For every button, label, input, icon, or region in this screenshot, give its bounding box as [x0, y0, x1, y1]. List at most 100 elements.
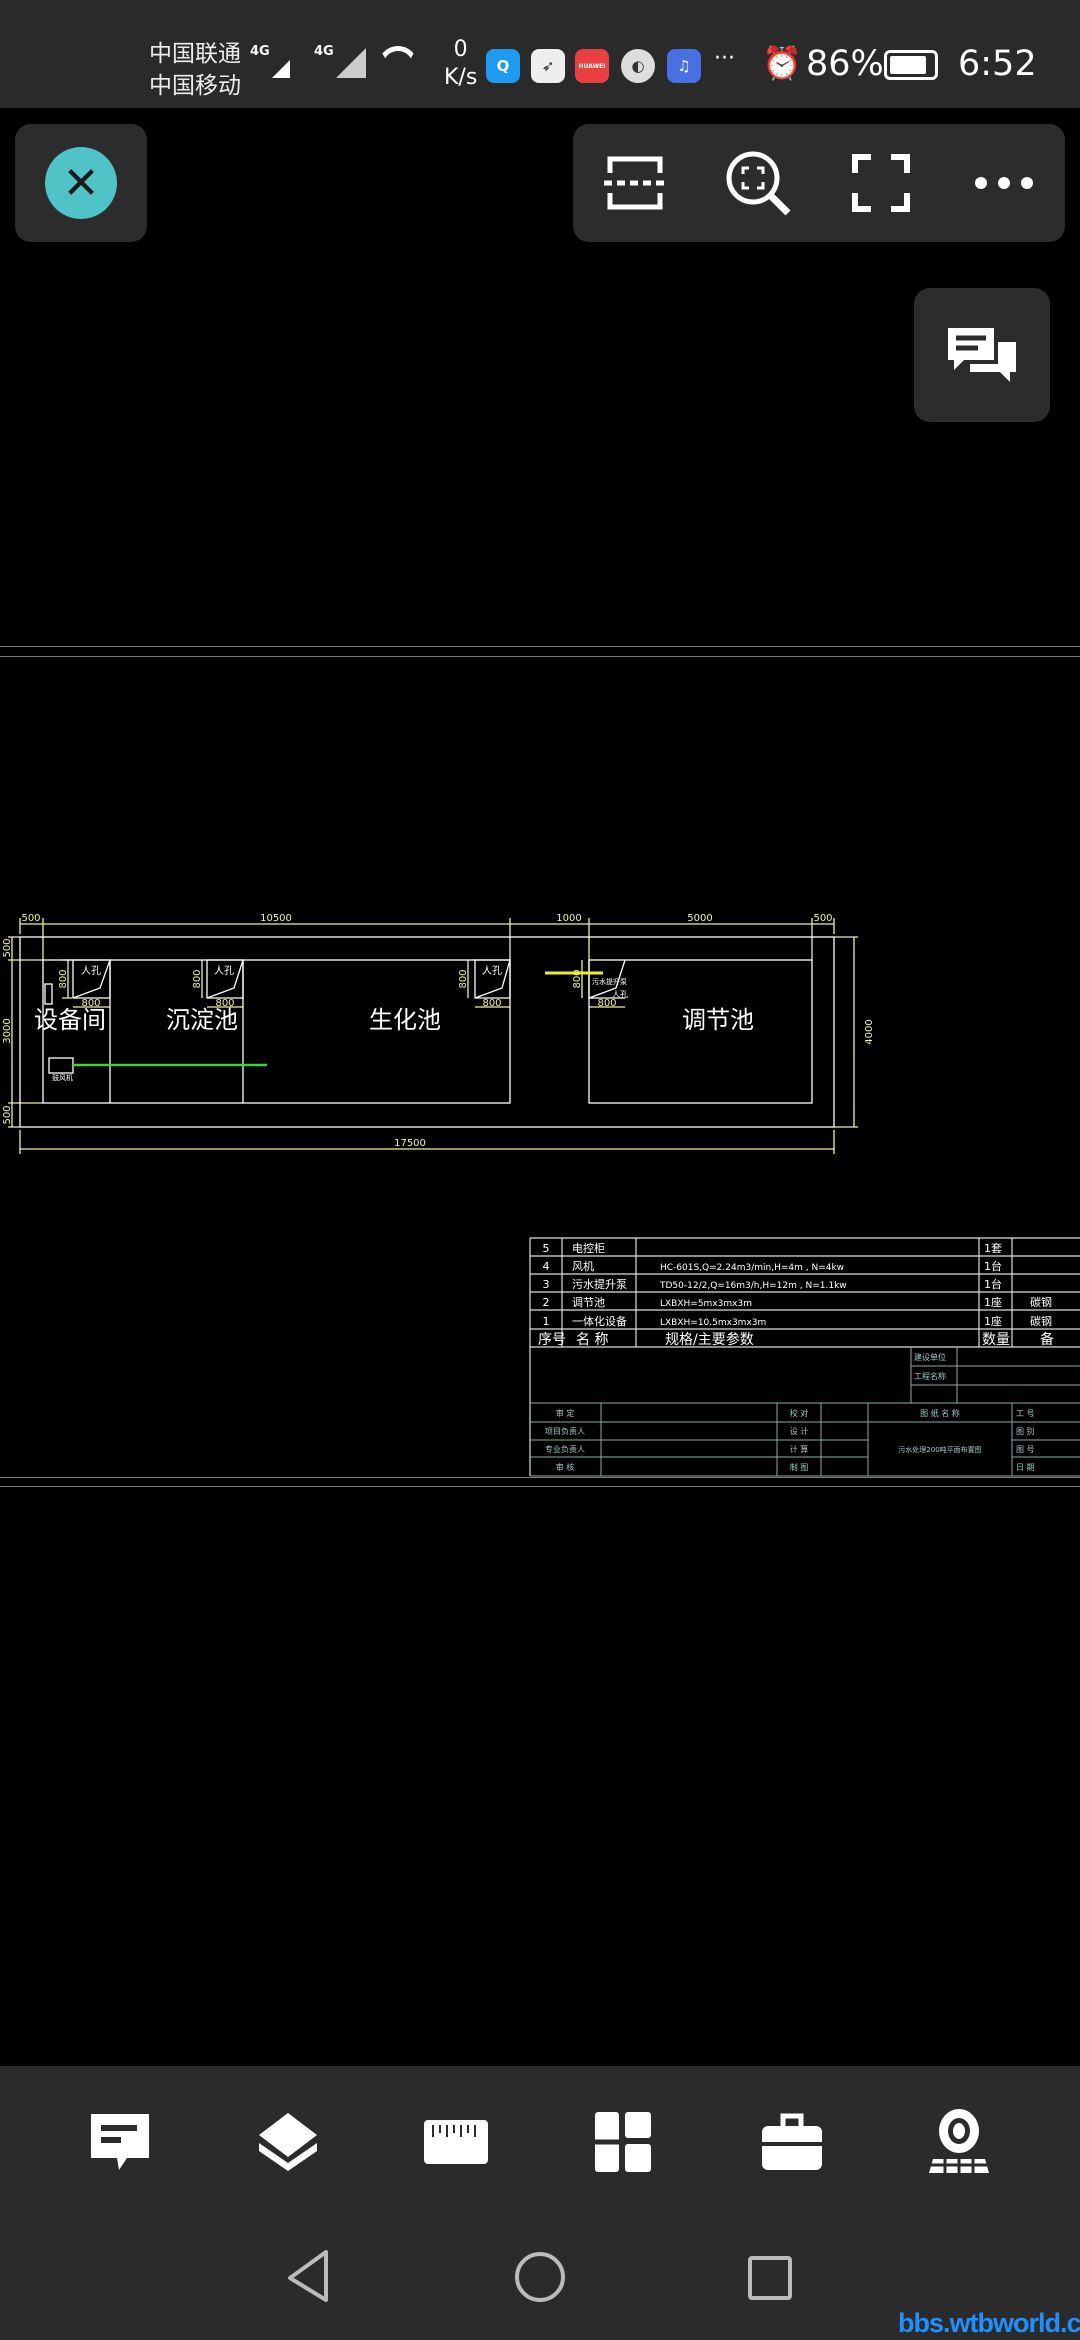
toolbox-icon	[762, 2113, 822, 2170]
svg-text:TD50-12/2,Q=16m3/h,H=12m , N=1: TD50-12/2,Q=16m3/h,H=12m , N=1.1kw	[659, 1281, 847, 1291]
svg-text:1套: 1套	[984, 1242, 1002, 1255]
svg-text:3: 3	[543, 1278, 550, 1291]
measure-ruler-icon	[424, 2120, 488, 2164]
dim-label: 4000	[864, 1019, 875, 1044]
svg-text:1: 1	[543, 1315, 550, 1328]
measure-button[interactable]	[421, 2110, 491, 2174]
watermark: bbs.wtbworld.com	[898, 2308, 1080, 2338]
dimension-lines	[8, 918, 858, 1154]
dim-label: 500	[813, 913, 832, 924]
svg-text:1台: 1台	[984, 1259, 1002, 1273]
pump-label: 污水提升泵	[592, 977, 627, 986]
svg-text:1台: 1台	[984, 1277, 1002, 1291]
dim-label: 5000	[687, 913, 712, 924]
nav-home-button[interactable]	[515, 2252, 565, 2302]
room-label-sedimentation: 沉淀池	[166, 1006, 238, 1034]
layers-button[interactable]	[253, 2110, 323, 2174]
nav-back-button[interactable]	[286, 2248, 330, 2308]
svg-text:2: 2	[543, 1296, 550, 1309]
table-header: 序号名 称规格/主要参数数量备	[538, 1331, 1054, 1348]
dim-label: 800	[572, 969, 583, 988]
room-label-equipment: 设备间	[34, 1006, 106, 1034]
scan-frame-icon	[603, 156, 666, 210]
svg-text:校 对: 校 对	[790, 1408, 809, 1418]
title-block: 建设单位 工程名称 审 定 项目负责人 专业负责人 审 核 校 对 设 计 计 …	[545, 1352, 1035, 1472]
dim-label: 800	[215, 998, 234, 1009]
svg-text:审 核: 审 核	[556, 1462, 575, 1472]
sheet-border-line	[0, 1486, 1080, 1487]
dim-label: 10500	[260, 913, 292, 924]
zoom-fit-icon	[726, 151, 790, 216]
toolbox-button[interactable]	[757, 2110, 827, 2174]
dim-label: 800	[482, 998, 501, 1009]
wing-app-icon: ➶	[531, 49, 565, 83]
dim-label: 1000	[556, 913, 581, 924]
top-toolbar	[573, 124, 1065, 242]
comments-button[interactable]	[914, 288, 1050, 422]
fullscreen-button[interactable]	[836, 138, 926, 228]
more-button[interactable]	[959, 138, 1049, 228]
dim-label: 17500	[394, 1138, 426, 1149]
svg-text:专业负责人: 专业负责人	[545, 1444, 585, 1454]
sheet-border-line	[0, 646, 1080, 647]
equipment-table-grid	[529, 1237, 1080, 1476]
svg-text:调节池: 调节池	[572, 1296, 605, 1309]
browser-app-icon: ◐	[621, 49, 655, 83]
svg-text:名 称: 名 称	[576, 1332, 608, 1348]
annotation-icon	[91, 2114, 149, 2170]
comments-icon	[948, 328, 1016, 382]
nav-recents-button[interactable]	[748, 2256, 792, 2300]
clock: 6:52	[958, 44, 1037, 84]
dim-label: 800	[597, 998, 616, 1009]
svg-text:LXBXH=10.5mx3mx3m: LXBXH=10.5mx3mx3m	[660, 1318, 766, 1328]
dim-label: 800	[58, 969, 69, 988]
svg-text:制 图: 制 图	[790, 1462, 809, 1472]
cad-viewer-button[interactable]	[924, 2109, 994, 2174]
svg-text:1座: 1座	[984, 1314, 1002, 1328]
scan-frame-button[interactable]	[590, 138, 680, 228]
annotation-button[interactable]	[85, 2110, 155, 2174]
carrier-1: 中国联通	[149, 41, 241, 67]
fullscreen-icon	[851, 154, 910, 212]
battery-percent: 86%	[806, 44, 884, 84]
layout-button[interactable]	[588, 2110, 658, 2174]
close-button[interactable]: ✕	[15, 124, 147, 242]
svg-text:规格/主要参数: 规格/主要参数	[665, 1331, 754, 1348]
svg-text:碳钢: 碳钢	[1030, 1314, 1052, 1328]
svg-text:风机: 风机	[572, 1259, 594, 1273]
svg-text:电控柜: 电控柜	[572, 1241, 605, 1255]
manhole-label: 人孔	[482, 965, 502, 977]
title-block-grid	[530, 1347, 1080, 1477]
more-notifications: ···	[714, 46, 735, 71]
sheet-border-line	[0, 1477, 1080, 1478]
project-label: 工程名称	[914, 1371, 946, 1381]
svg-text:图 别: 图 别	[1016, 1427, 1035, 1436]
zoom-fit-button[interactable]	[713, 138, 803, 228]
carrier-2: 中国移动	[149, 73, 241, 99]
svg-text:HC-601S,Q=2.24m3/min,H=4m , N=: HC-601S,Q=2.24m3/min,H=4m , N=4kw	[660, 1263, 844, 1273]
svg-text:数量: 数量	[982, 1332, 1010, 1348]
svg-text:碳钢: 碳钢	[1030, 1295, 1052, 1309]
back-triangle-icon	[288, 2250, 328, 2302]
svg-text:4: 4	[543, 1260, 550, 1273]
layout-icon	[595, 2112, 651, 2172]
room-label-regulating: 调节池	[682, 1006, 754, 1034]
svg-text:图 号: 图 号	[1016, 1445, 1035, 1454]
svg-text:设 计: 设 计	[790, 1426, 809, 1436]
dim-label: 3000	[2, 1018, 13, 1043]
dim-label: 800	[192, 969, 203, 988]
manhole-label: 人孔	[214, 965, 234, 977]
blower-label: 鼓风机	[52, 1073, 73, 1082]
svg-text:工 号: 工 号	[1016, 1409, 1035, 1418]
dim-label: 500	[2, 1105, 13, 1124]
dim-label: 500	[2, 938, 13, 957]
net-type-1: 4G	[250, 44, 270, 59]
layers-icon	[259, 2113, 317, 2171]
svg-text:备: 备	[1040, 1331, 1054, 1348]
svg-text:5: 5	[543, 1242, 550, 1255]
svg-text:计 算: 计 算	[790, 1444, 809, 1454]
cad-canvas[interactable]: 500 10500 1000 5000 500 17500 500 3000 5…	[0, 0, 1080, 1500]
